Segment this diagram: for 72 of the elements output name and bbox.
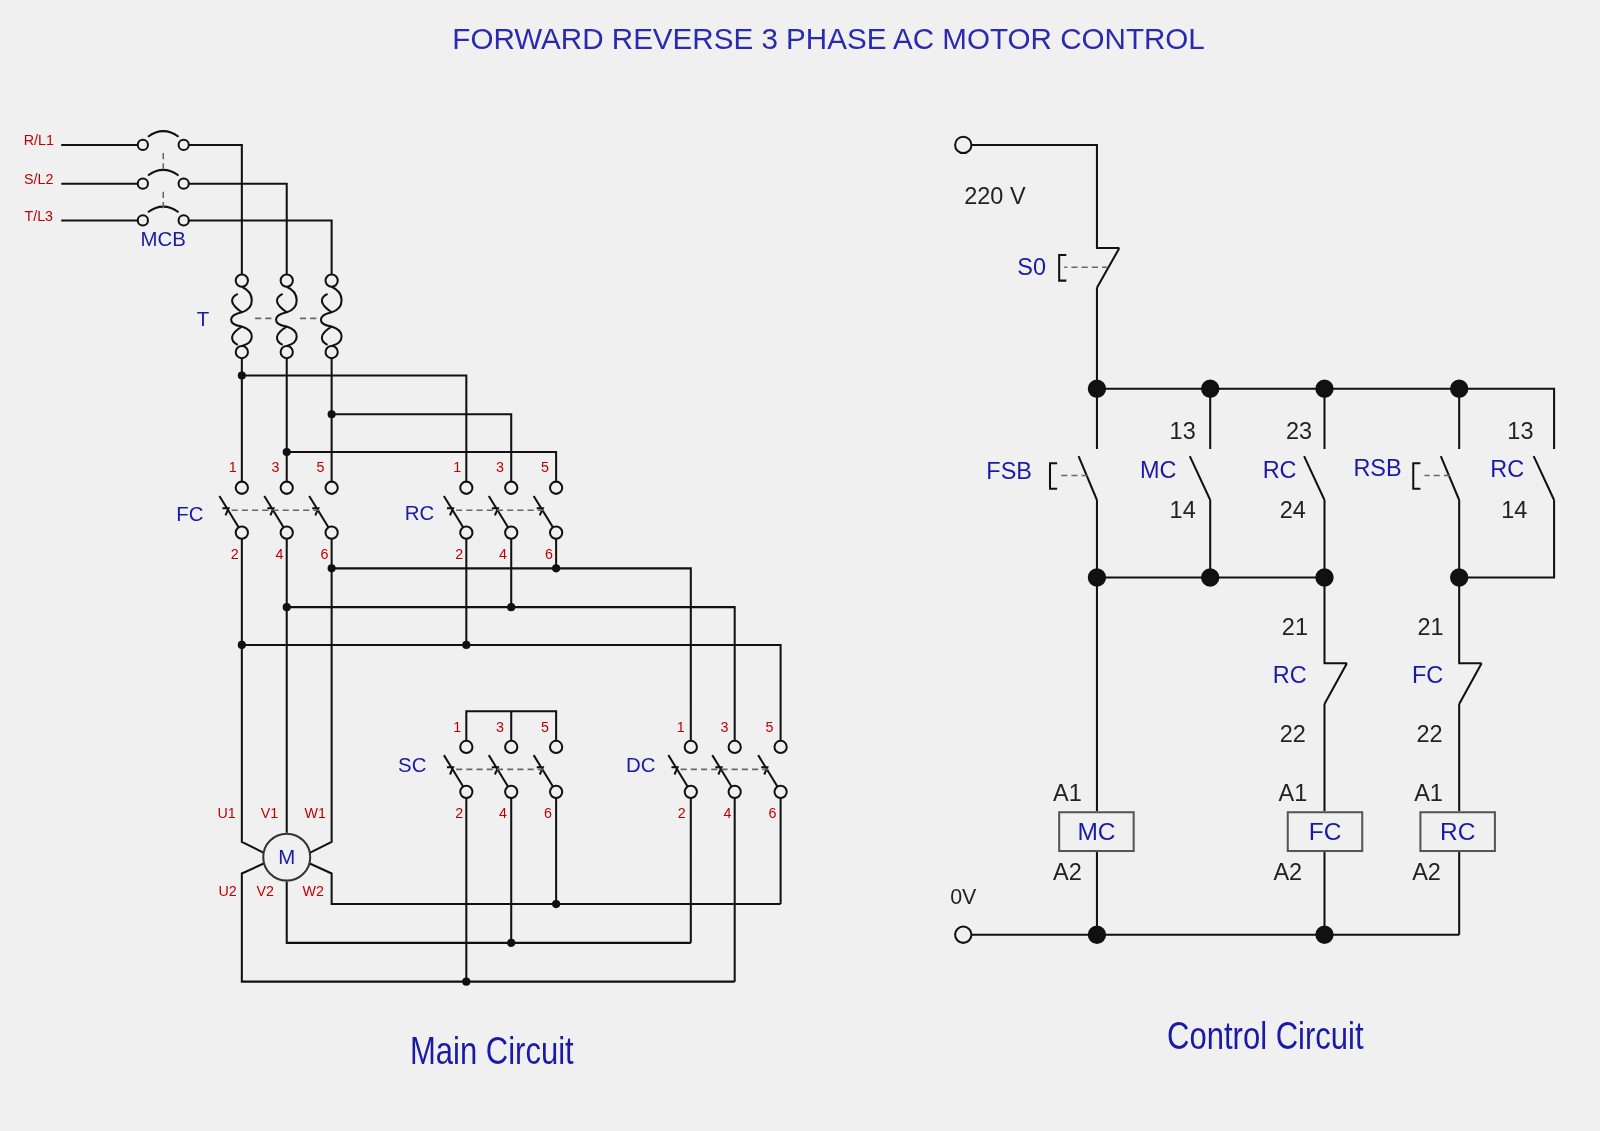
terminal-label: V1 [260, 806, 279, 821]
component-label: DC [626, 755, 656, 776]
terminal-number: 6 [544, 806, 552, 821]
motor-symbol: M [262, 832, 312, 882]
diagram-title: FORWARD REVERSE 3 PHASE AC MOTOR CONTROL [452, 25, 1205, 55]
terminal-number: 6 [768, 806, 777, 821]
terminal-number: 1 [228, 460, 237, 475]
terminal-label: T/L3 [24, 209, 54, 224]
component-label: MCB [140, 228, 186, 249]
terminal-label: A2 [1412, 860, 1441, 885]
terminal-number: 13 [1507, 419, 1534, 444]
voltage-label: 0V [950, 885, 977, 907]
terminal-number: 2 [455, 806, 464, 821]
component-label: FC [176, 504, 204, 525]
component-label: MC [1139, 458, 1177, 483]
terminal-number: 3 [496, 460, 504, 475]
component-label: SC [398, 755, 427, 776]
component-label: RC [1262, 458, 1297, 483]
terminal-number: 22 [1416, 722, 1443, 747]
terminal-number: 13 [1169, 419, 1196, 444]
coil-box: RC [1419, 811, 1496, 853]
component-label: RC [1490, 457, 1525, 482]
terminal-number: 1 [453, 719, 462, 734]
component-label: FC [1411, 663, 1444, 688]
terminal-number: 4 [499, 546, 508, 562]
terminal-number: 4 [723, 806, 732, 821]
terminal-label: S/L2 [24, 171, 54, 186]
component-label: FSB [986, 459, 1032, 484]
terminal-label: R/L1 [23, 132, 54, 147]
coil-box: MC [1058, 811, 1135, 853]
terminal-number: 5 [765, 719, 774, 734]
terminal-number: 5 [316, 460, 325, 475]
terminal-number: 22 [1279, 722, 1306, 747]
terminal-label: U1 [217, 806, 236, 821]
terminal-number: 5 [540, 460, 549, 475]
component-label: RC [404, 503, 435, 524]
terminal-label: A2 [1273, 860, 1303, 885]
component-label: RC [1272, 663, 1307, 688]
component-label: S0 [1017, 255, 1046, 280]
terminal-number: 4 [499, 806, 508, 821]
terminal-number: 2 [455, 546, 464, 562]
terminal-label: A1 [1414, 781, 1443, 805]
terminal-number: 6 [320, 546, 329, 562]
terminal-label: W2 [302, 883, 324, 898]
terminal-label: A1 [1278, 781, 1308, 805]
terminal-number: 4 [275, 546, 284, 562]
terminal-label: V2 [256, 883, 275, 898]
terminal-number: 6 [545, 546, 553, 562]
section-caption: Main Circuit [409, 1031, 574, 1071]
terminal-number: 3 [720, 719, 729, 734]
terminal-number: 2 [677, 806, 686, 821]
terminal-number: 2 [230, 546, 239, 562]
component-label: T [196, 308, 210, 329]
terminal-number: 21 [1281, 615, 1308, 640]
voltage-label: 220 V [964, 184, 1026, 208]
terminal-label: A1 [1053, 781, 1082, 805]
terminal-number: 3 [271, 460, 280, 475]
section-caption: Control Circuit [1167, 1016, 1364, 1056]
coil-box: FC [1286, 811, 1364, 853]
terminal-number: 14 [1501, 498, 1528, 522]
terminal-label: A2 [1053, 860, 1082, 885]
component-label: RSB [1353, 456, 1402, 481]
terminal-number: 21 [1417, 615, 1444, 640]
terminal-number: 24 [1279, 498, 1306, 522]
terminal-number: 3 [496, 719, 504, 734]
terminal-number: 1 [453, 460, 462, 475]
terminal-number: 14 [1169, 498, 1196, 522]
terminal-label: W1 [304, 806, 326, 821]
terminal-number: 5 [540, 719, 549, 734]
terminal-number: 23 [1285, 419, 1313, 444]
terminal-number: 1 [676, 719, 685, 734]
terminal-label: U2 [218, 883, 237, 898]
